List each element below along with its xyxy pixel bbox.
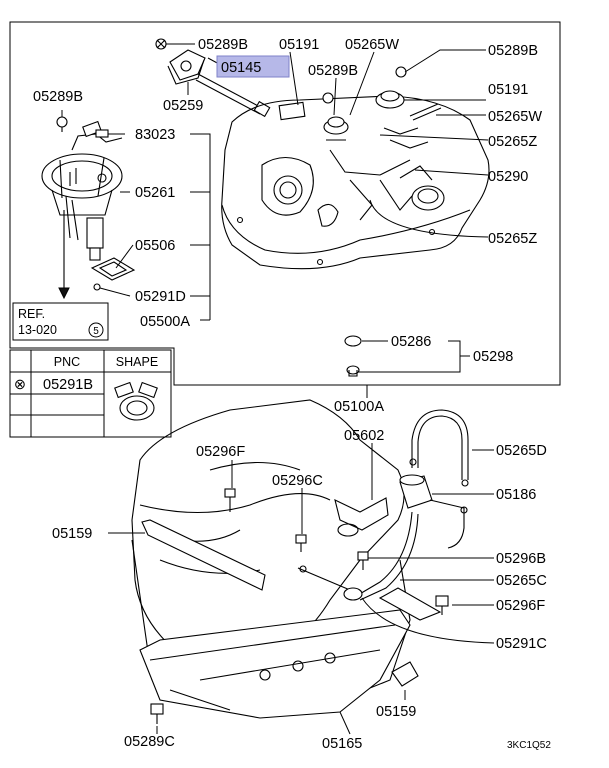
filler-cap-05191-a (323, 116, 349, 141)
fuel-gauge-sender (167, 49, 271, 118)
label-05191-right[interactable]: 05191 (488, 82, 528, 98)
highlight-05145 (216, 55, 290, 78)
label-05286[interactable]: 05286 (391, 334, 431, 350)
label-05289B-top[interactable]: 05289B (198, 37, 248, 53)
hose-05265C (297, 511, 419, 601)
label-05265C[interactable]: 05265C (496, 573, 547, 589)
ref-circled: 5 (93, 326, 99, 337)
label-05289B-left[interactable]: 05289B (33, 89, 83, 105)
hoses-05265Z (383, 127, 429, 149)
bolt-05296F-a (224, 488, 236, 512)
label-05165[interactable]: 05165 (322, 736, 362, 752)
label-05261[interactable]: 05261 (135, 185, 175, 201)
bracket-05296F-b (378, 587, 442, 621)
filler-cap-05191-b (375, 90, 405, 109)
label-05265Z-a[interactable]: 05265Z (488, 134, 537, 150)
ref-box: REF. 13-020 5 (12, 302, 109, 341)
shape-table-col-shape: SHAPE (116, 355, 158, 369)
label-05296B[interactable]: 05296B (496, 551, 546, 567)
diagram-code: 3KC1Q52 (507, 740, 551, 751)
bracket-05165 (139, 609, 411, 719)
clamp-05291C (343, 587, 363, 601)
label-05296C[interactable]: 05296C (272, 473, 323, 489)
shape-table-marker: ⊗ (14, 377, 26, 393)
protector-05159-right (391, 661, 419, 687)
leader-lines (61, 43, 495, 735)
label-05290[interactable]: 05290 (488, 169, 528, 185)
fuel-pump-module (41, 120, 123, 261)
pad-05298-b (346, 365, 360, 377)
label-05265Z-b[interactable]: 05265Z (488, 231, 537, 247)
protector-05159-left (141, 519, 266, 591)
pad-05286 (344, 335, 362, 347)
shape-table-col-pnc: PNC (54, 355, 80, 369)
label-05506[interactable]: 05506 (135, 238, 175, 254)
label-05602[interactable]: 05602 (344, 428, 384, 444)
fuel-tank-upper (221, 95, 490, 270)
label-05291C[interactable]: 05291C (496, 636, 547, 652)
bolt-05296C (295, 534, 307, 552)
fuel-filter-05506 (90, 257, 136, 281)
ref-arrowhead (58, 287, 70, 300)
label-05159-a[interactable]: 05159 (52, 526, 92, 542)
upper-frame (9, 21, 561, 386)
label-05296F-a[interactable]: 05296F (196, 444, 245, 460)
bolt-05289B-right (395, 66, 407, 78)
bolt-05289B-left (56, 116, 68, 132)
label-83023[interactable]: 83023 (135, 127, 175, 143)
ref-line2: 13-020 (18, 323, 57, 337)
fuel-filter-05186 (399, 474, 433, 509)
ref-line1: REF. (18, 307, 45, 321)
label-05265W-right[interactable]: 05265W (488, 109, 542, 125)
label-05191-top[interactable]: 05191 (279, 37, 319, 53)
label-05265W-top[interactable]: 05265W (345, 37, 399, 53)
pipe-05186-right (429, 499, 468, 549)
label-05289B-mid[interactable]: 05289B (308, 63, 358, 79)
label-05100A[interactable]: 05100A (334, 399, 384, 415)
bolt-05289B-mid (322, 92, 334, 104)
label-05186[interactable]: 05186 (496, 487, 536, 503)
hose-05265W (409, 103, 442, 121)
shape-table-pnc-05291B: 05291B (43, 377, 93, 393)
label-05265D[interactable]: 05265D (496, 443, 547, 459)
label-05289B-right[interactable]: 05289B (488, 43, 538, 59)
bolt-05296F-b (435, 595, 449, 615)
label-05296F-b[interactable]: 05296F (496, 598, 545, 614)
label-05291D[interactable]: 05291D (135, 289, 186, 305)
small-oring-05291D (93, 283, 101, 291)
clamp-shape-icon (114, 381, 158, 421)
label-05159-b[interactable]: 05159 (376, 704, 416, 720)
bolt-05289C (150, 703, 164, 724)
label-05289C[interactable]: 05289C (124, 734, 175, 750)
hose-05265D (409, 409, 469, 487)
label-05259[interactable]: 05259 (163, 98, 203, 114)
bolt-05289B-top (155, 38, 167, 50)
label-05145[interactable]: 05145 (221, 60, 261, 76)
label-05298[interactable]: 05298 (473, 349, 513, 365)
part-labels: 05289B 05191 05265W 05289B 05145 05289B … (33, 37, 551, 752)
shape-table: PNC SHAPE ⊗ 05291B (9, 349, 172, 438)
bolt-05296B (357, 551, 369, 570)
bracket-05602 (334, 497, 389, 537)
label-05500A[interactable]: 05500A (140, 314, 190, 330)
